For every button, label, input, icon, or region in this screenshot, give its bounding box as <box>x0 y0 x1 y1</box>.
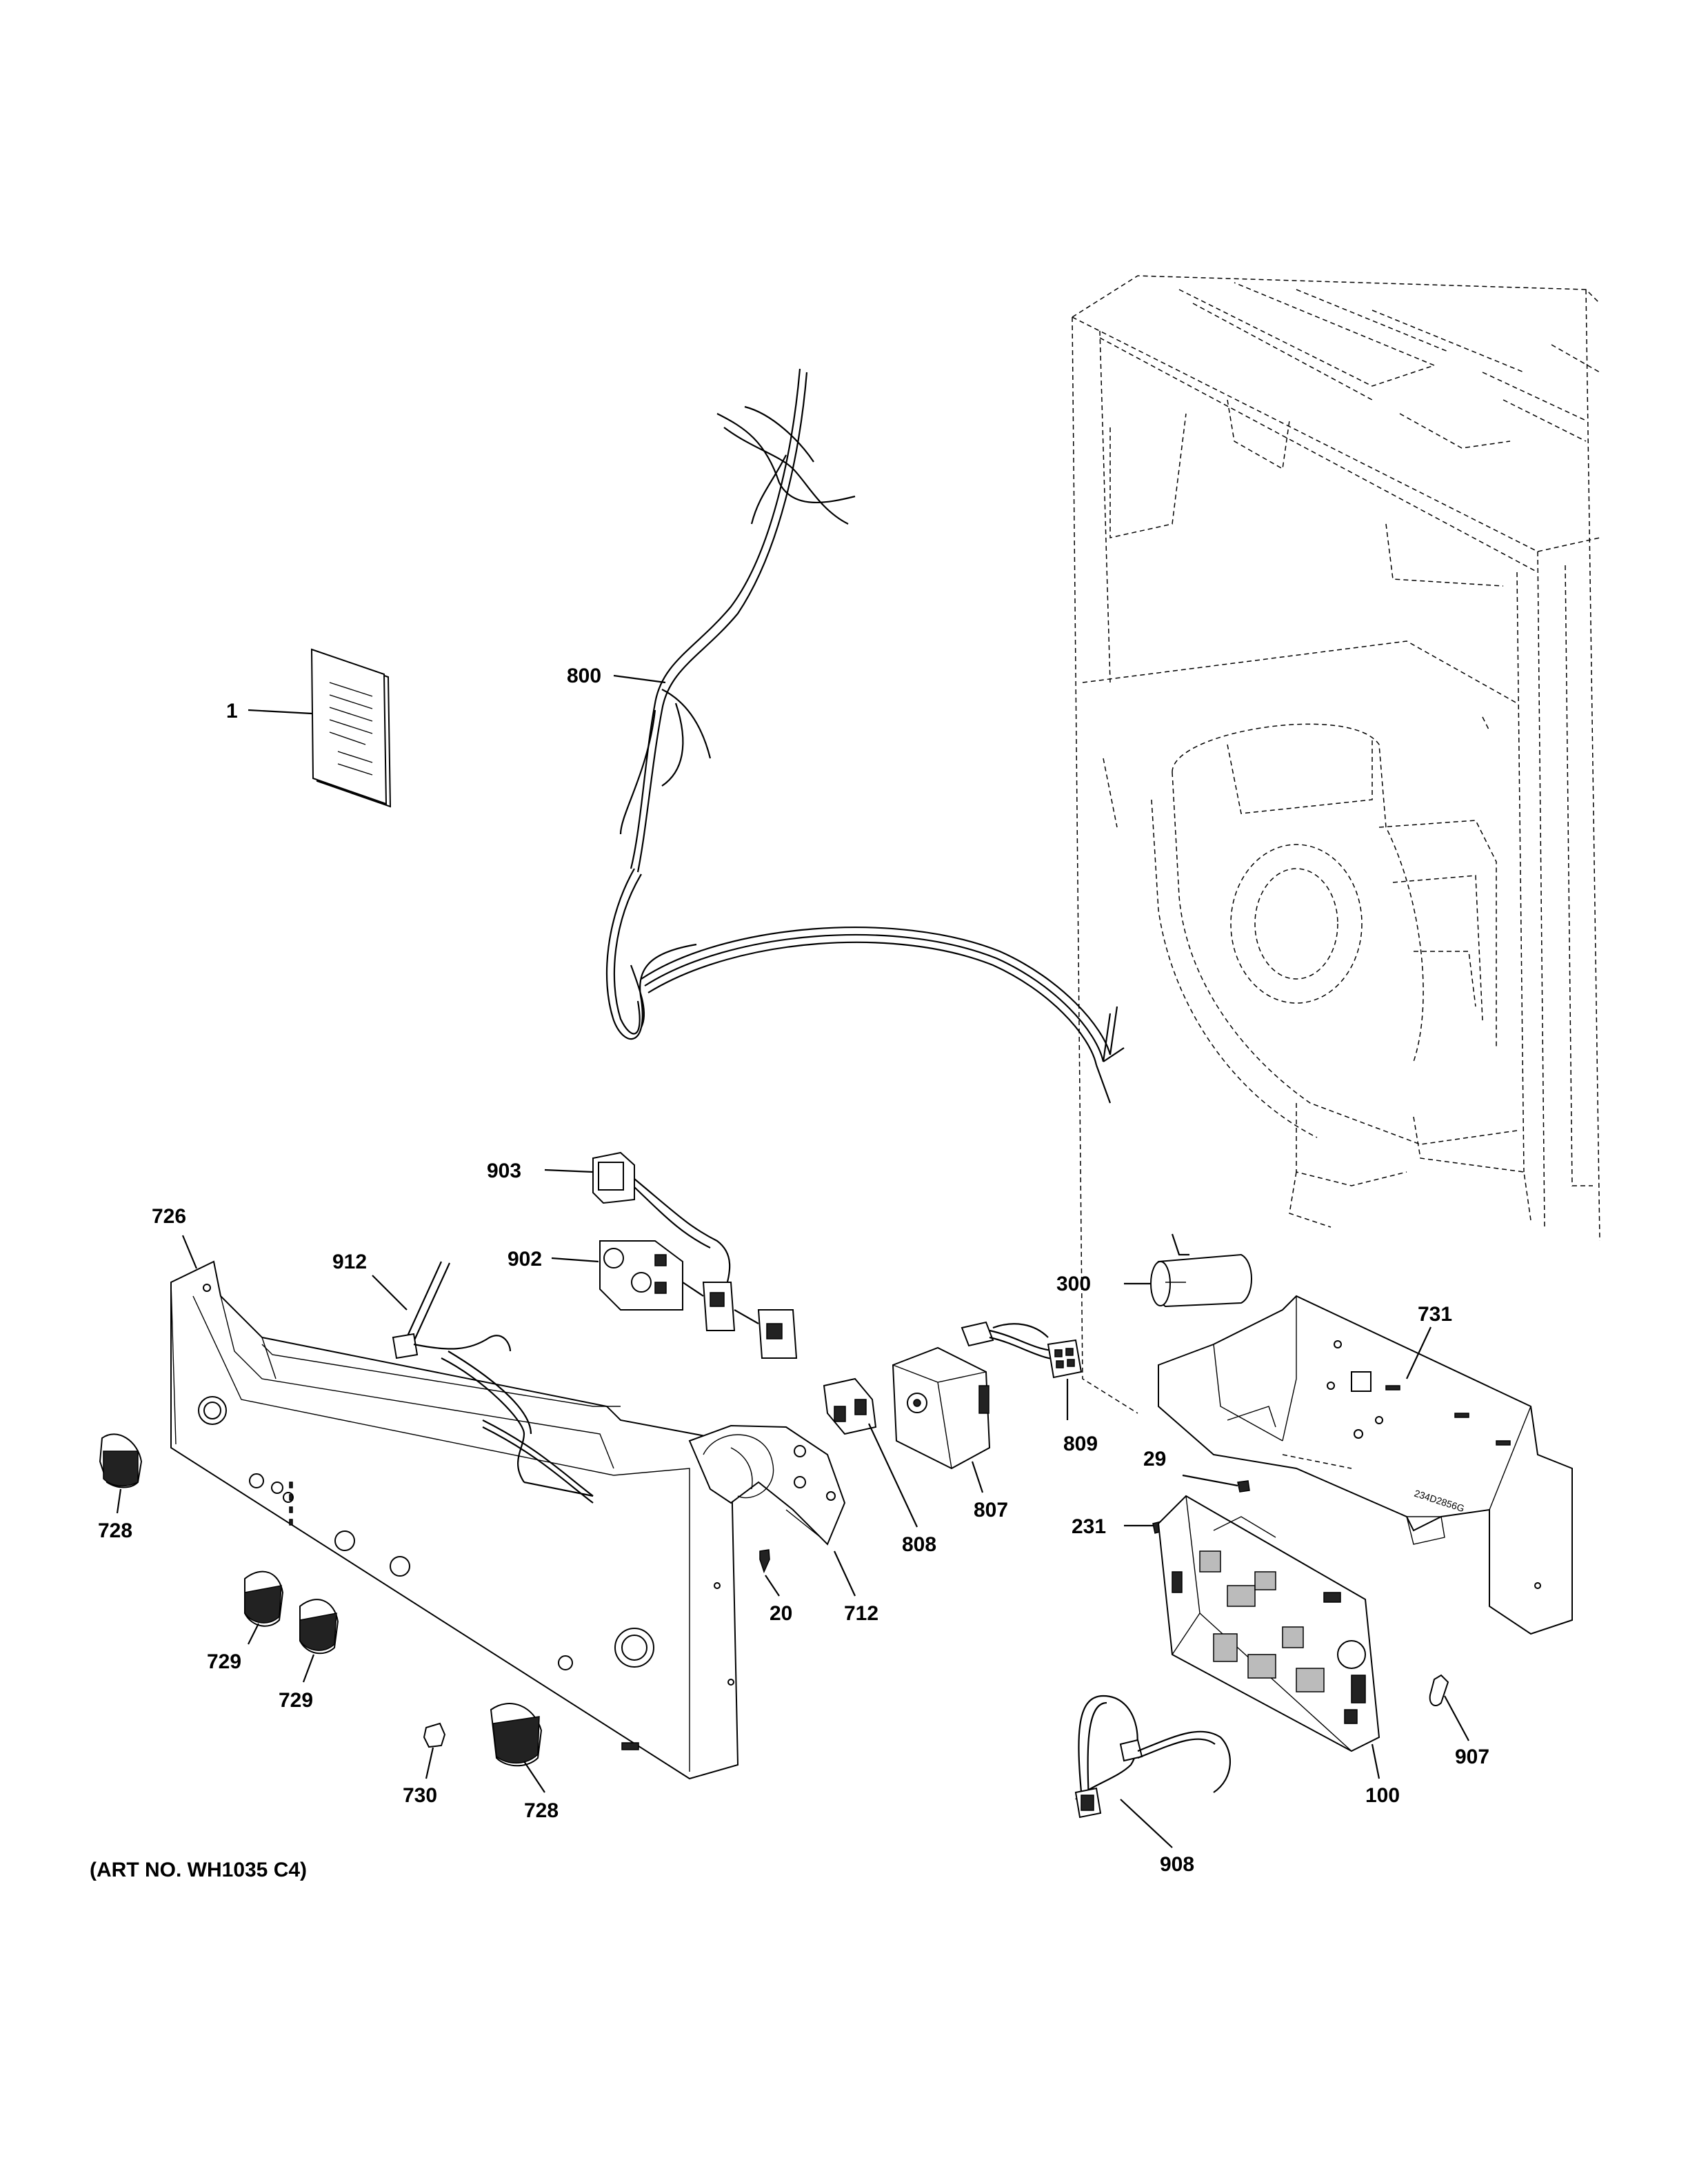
callout-726: 726 <box>152 1205 186 1228</box>
switch-808-part <box>823 1377 877 1435</box>
button-730-part <box>423 1722 446 1748</box>
bracket-731-part: 234D2856G <box>1158 1295 1573 1635</box>
callout-729-first: 729 <box>207 1650 241 1673</box>
callout-902: 902 <box>508 1248 542 1271</box>
clip-907-part <box>1429 1674 1449 1706</box>
callout-800: 800 <box>567 665 601 687</box>
callout-907: 907 <box>1455 1746 1489 1768</box>
dryer-cabinet <box>1072 275 1600 1414</box>
callout-807: 807 <box>974 1499 1008 1521</box>
callout-808: 808 <box>902 1533 936 1556</box>
harness-908-part <box>1074 1695 1232 1819</box>
callout-728-right: 728 <box>524 1799 559 1822</box>
owners-manual-part <box>310 648 392 808</box>
callout-912: 912 <box>332 1251 367 1273</box>
knob-728b-part <box>490 1703 543 1767</box>
knob-728a-part <box>99 1433 143 1488</box>
callout-1: 1 <box>226 700 238 722</box>
callout-231: 231 <box>1072 1515 1106 1538</box>
callout-729-second: 729 <box>279 1689 313 1712</box>
capacitor-300-part <box>1150 1233 1252 1308</box>
callout-100: 100 <box>1365 1784 1400 1807</box>
harness-809-part <box>961 1321 1083 1379</box>
callout-903: 903 <box>487 1160 521 1182</box>
callout-300: 300 <box>1056 1273 1091 1295</box>
screw-20-part <box>759 1549 770 1574</box>
callout-29: 29 <box>1143 1448 1166 1470</box>
control-panel-726-part <box>170 1260 739 1780</box>
callout-712: 712 <box>844 1602 878 1625</box>
main-wire-harness-part <box>605 368 1125 1104</box>
callout-731: 731 <box>1418 1303 1452 1326</box>
bracket-712-part <box>688 1424 846 1546</box>
harness-912-part <box>392 1261 594 1504</box>
callout-20: 20 <box>770 1602 792 1625</box>
callout-908: 908 <box>1160 1853 1194 1876</box>
art-number: (ART NO. WH1035 C4) <box>90 1859 307 1881</box>
callout-809: 809 <box>1063 1433 1098 1455</box>
callout-labels: 1 800 903 902 726 912 300 731 728 729 72… <box>98 665 1489 1876</box>
leader-lines <box>116 674 1469 1848</box>
callout-728-left: 728 <box>98 1519 132 1542</box>
switch-assembly-902-part <box>599 1240 798 1359</box>
knob-729b-part <box>299 1599 339 1655</box>
callout-730: 730 <box>403 1784 437 1807</box>
timer-807-part <box>892 1346 991 1470</box>
screw-29-part <box>1237 1480 1250 1493</box>
knob-729a-part <box>244 1570 284 1627</box>
control-board-100-part <box>1157 1495 1380 1752</box>
switch-903-part <box>592 1151 731 1311</box>
